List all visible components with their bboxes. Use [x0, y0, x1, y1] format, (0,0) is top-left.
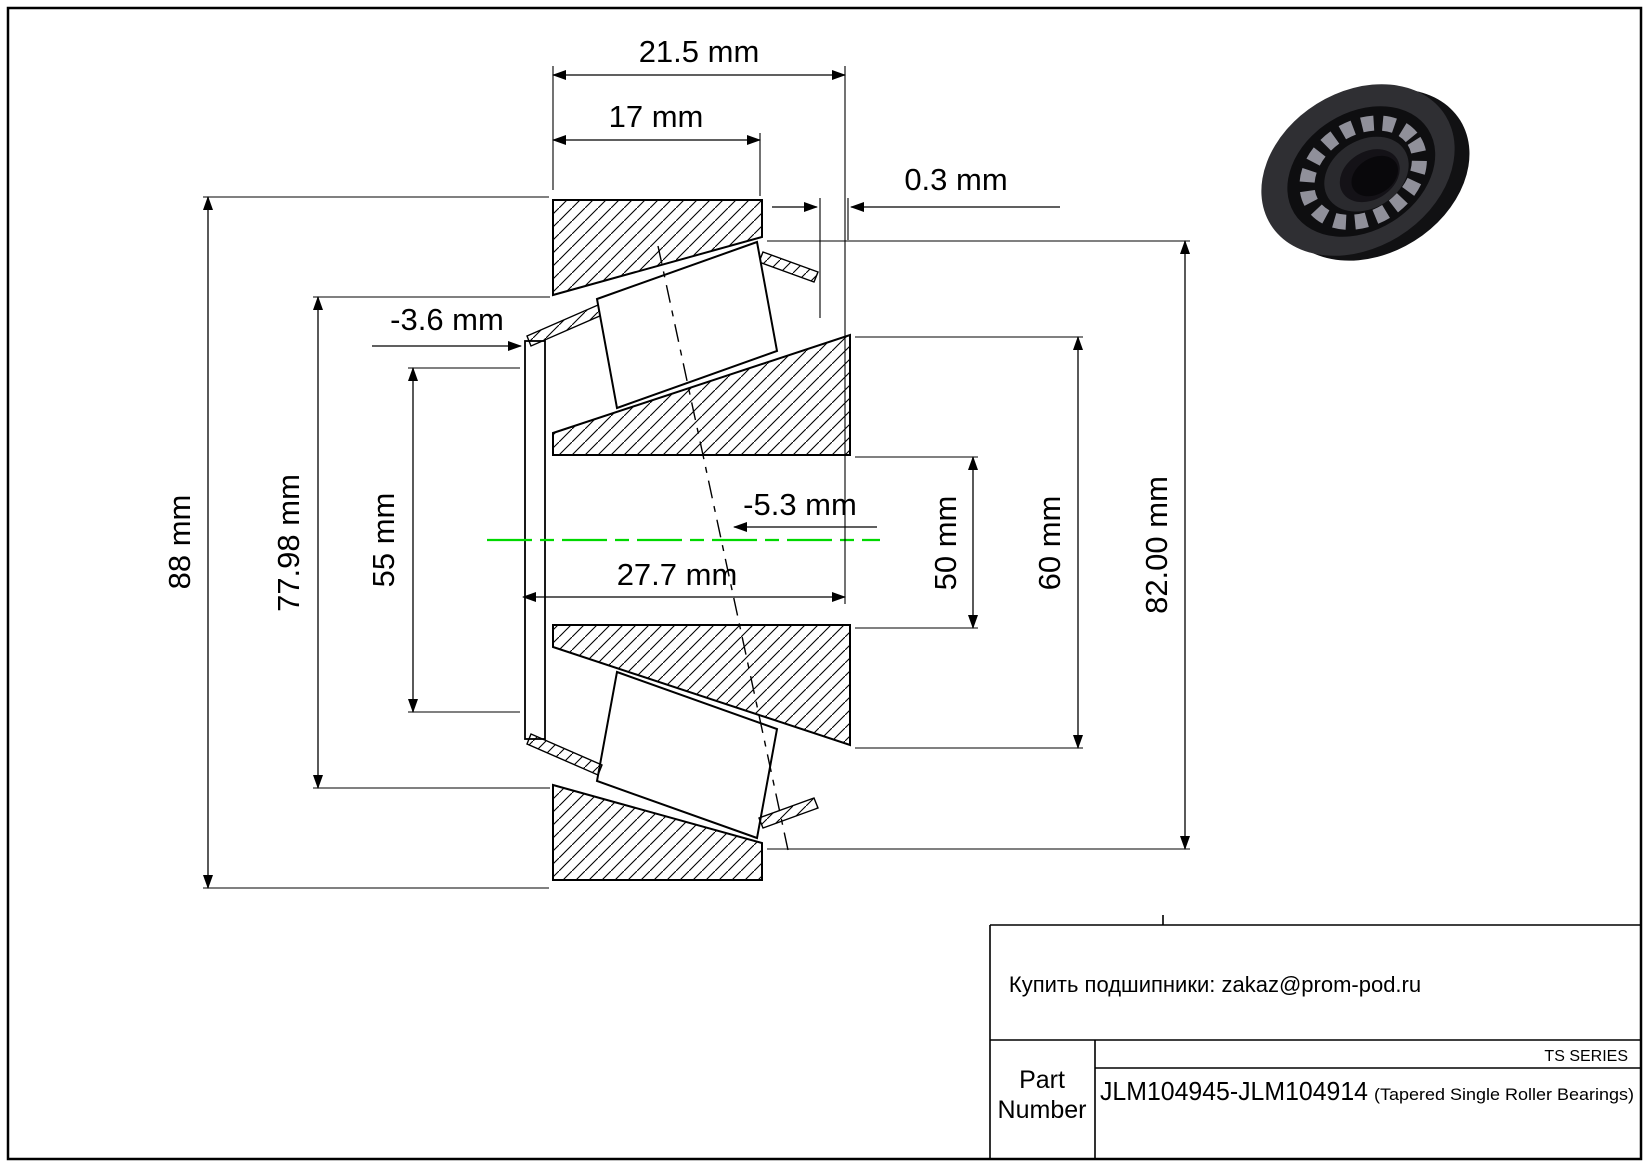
dim-label-offset-0-3: 0.3 mm: [904, 162, 1007, 197]
part-number-type: (Tapered Single Roller Bearings): [1374, 1085, 1634, 1104]
bearing-cross-section: [487, 199, 880, 881]
tapered-roller-top: [595, 240, 779, 410]
dimension-labels: 21.5 mm 17 mm 0.3 mm -3.6 mm 88 mm 77.98…: [162, 34, 1174, 614]
dim-label-dia-55: 55 mm: [366, 493, 401, 588]
bore-3d-depth: [1351, 155, 1398, 197]
inner-ring-cone-top-section: [552, 333, 851, 456]
dim-label-dia-88: 88 mm: [162, 495, 197, 590]
title-block: Купить подшипники: zakaz@prom-pod.ru TS …: [989, 915, 1641, 1159]
title-block-grid: [989, 915, 1641, 1159]
roller-axis-dashed-line: [657, 245, 789, 851]
part-number-label-line1: Part: [1019, 1066, 1065, 1094]
part-number-label-line2: Number: [998, 1096, 1087, 1124]
contact-text: Купить подшипники: zakaz@prom-pod.ru: [1009, 972, 1421, 997]
part-number-value: JLM104945-JLM104914: [1100, 1076, 1368, 1106]
dim-label-outer-dia: 82.00 mm: [1139, 476, 1174, 614]
bearing-3d-render: [1261, 84, 1470, 261]
outer-ring-cup-top-section: [552, 199, 763, 297]
inner-ring-cone-bottom-section: [552, 624, 851, 747]
dim-label-total-width: 21.5 mm: [639, 34, 760, 69]
extension-lines: [203, 66, 1190, 889]
cage-bottom-left-section: [526, 733, 603, 776]
dim-label-cup-width: 17 mm: [609, 99, 704, 134]
dim-label-offset-neg-5-3: -5.3 mm: [743, 487, 857, 522]
dim-label-bore-dia: 50 mm: [928, 496, 963, 591]
dimensions: [203, 70, 1190, 889]
dim-label-offset-neg-3-6: -3.6 mm: [390, 302, 504, 337]
series-label: TS SERIES: [1544, 1048, 1628, 1065]
dim-label-cone-width: 27.7 mm: [617, 557, 738, 592]
tapered-roller-bottom: [595, 670, 779, 840]
cage-bottom-right-section: [758, 797, 819, 829]
dim-label-dia-77-98: 77.98 mm: [271, 474, 306, 612]
dim-label-dia-60: 60 mm: [1032, 496, 1067, 591]
rollers-3d: [1299, 115, 1427, 230]
outer-ring-cup-bottom-section: [552, 783, 763, 881]
